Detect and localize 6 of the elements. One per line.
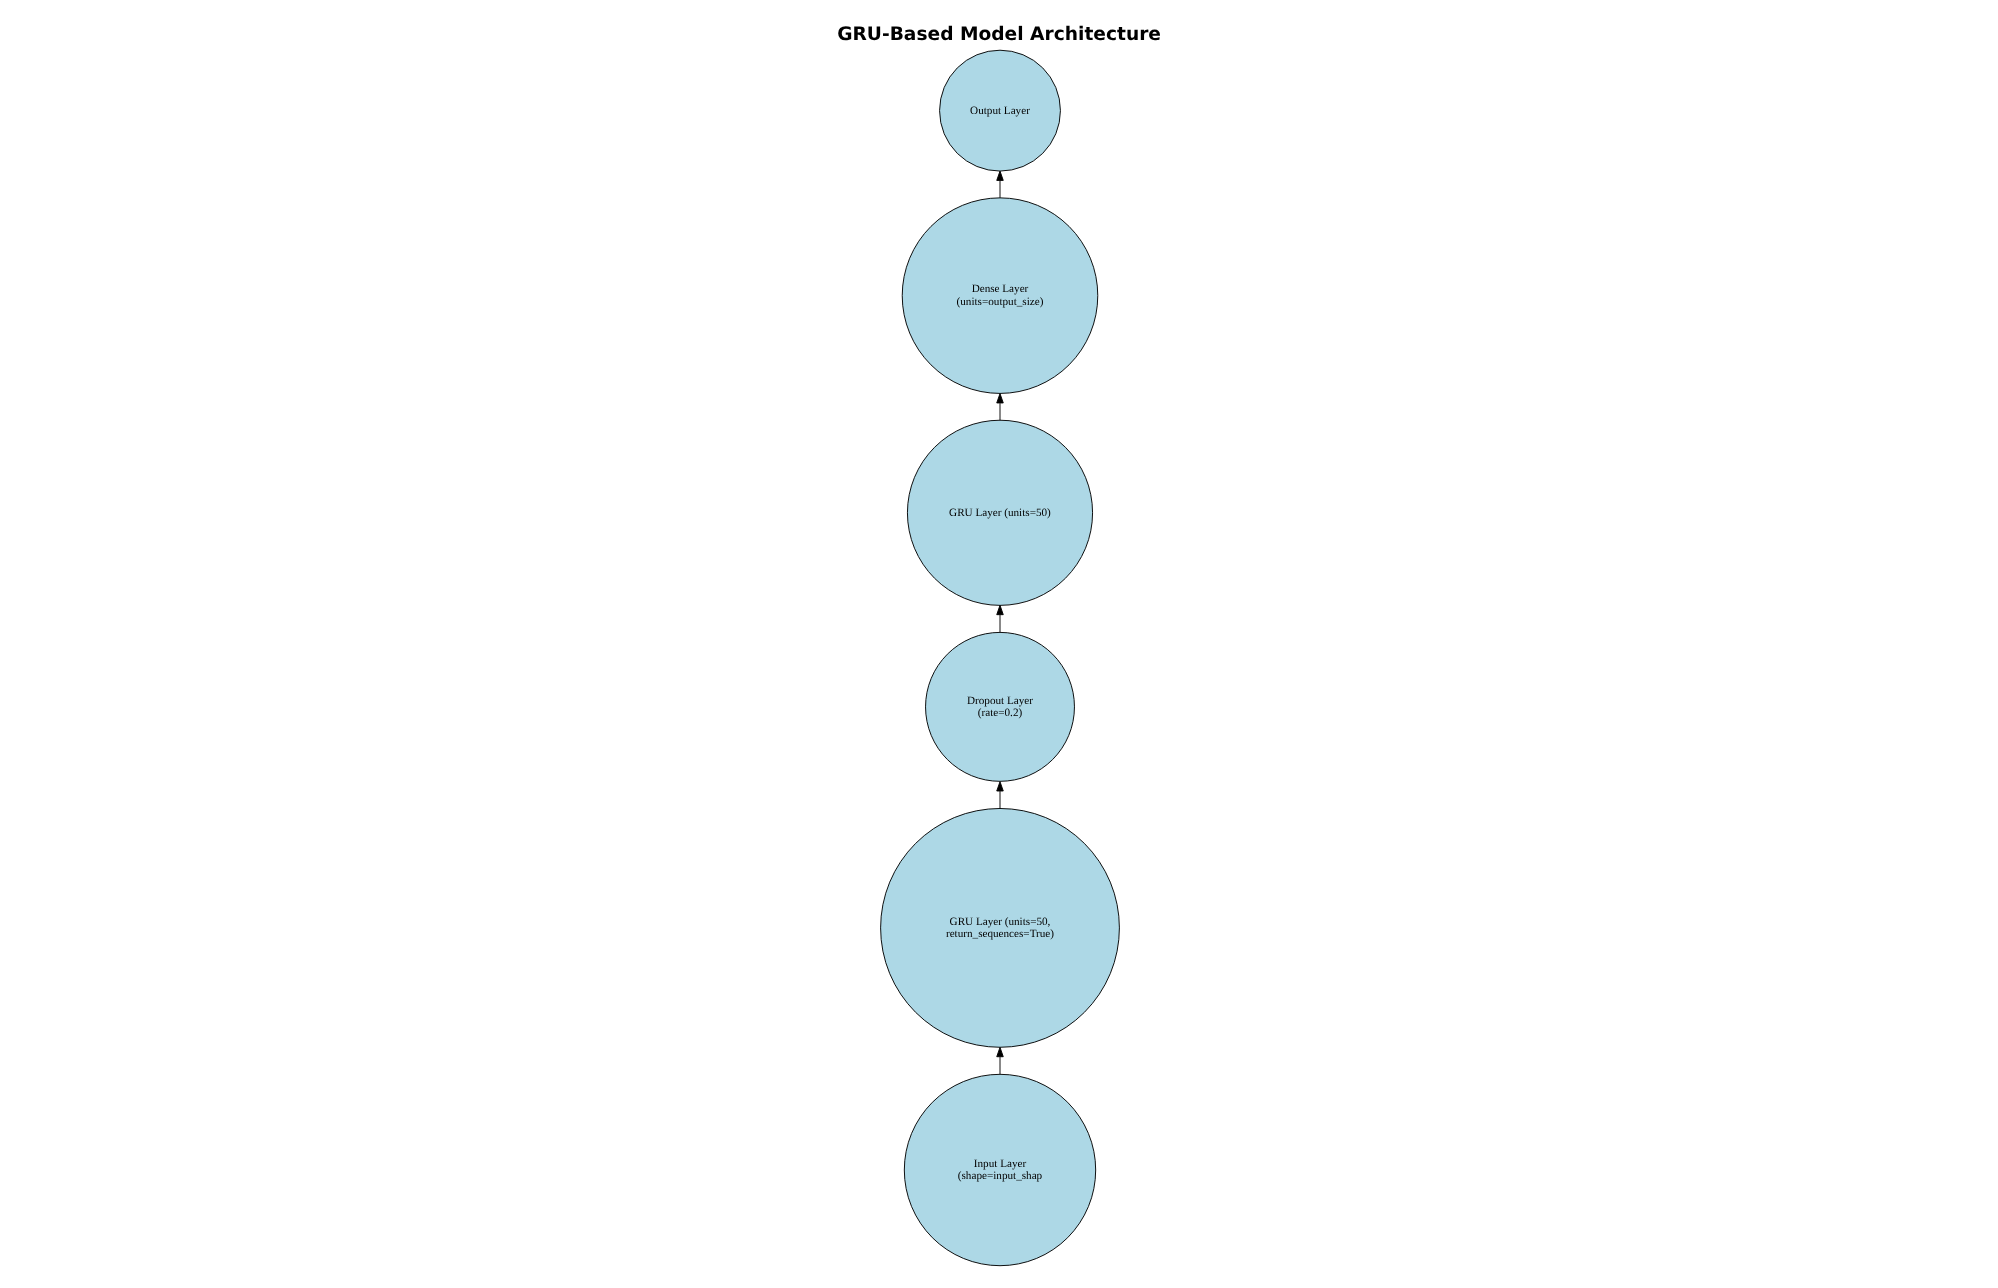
arrow xyxy=(995,170,1003,199)
arrow xyxy=(995,604,1003,633)
arrow xyxy=(995,393,1003,421)
arrow xyxy=(995,1046,1003,1075)
arrow xyxy=(995,781,1003,809)
diagram-title: GRU-Based Model Architecture xyxy=(836,24,1161,47)
